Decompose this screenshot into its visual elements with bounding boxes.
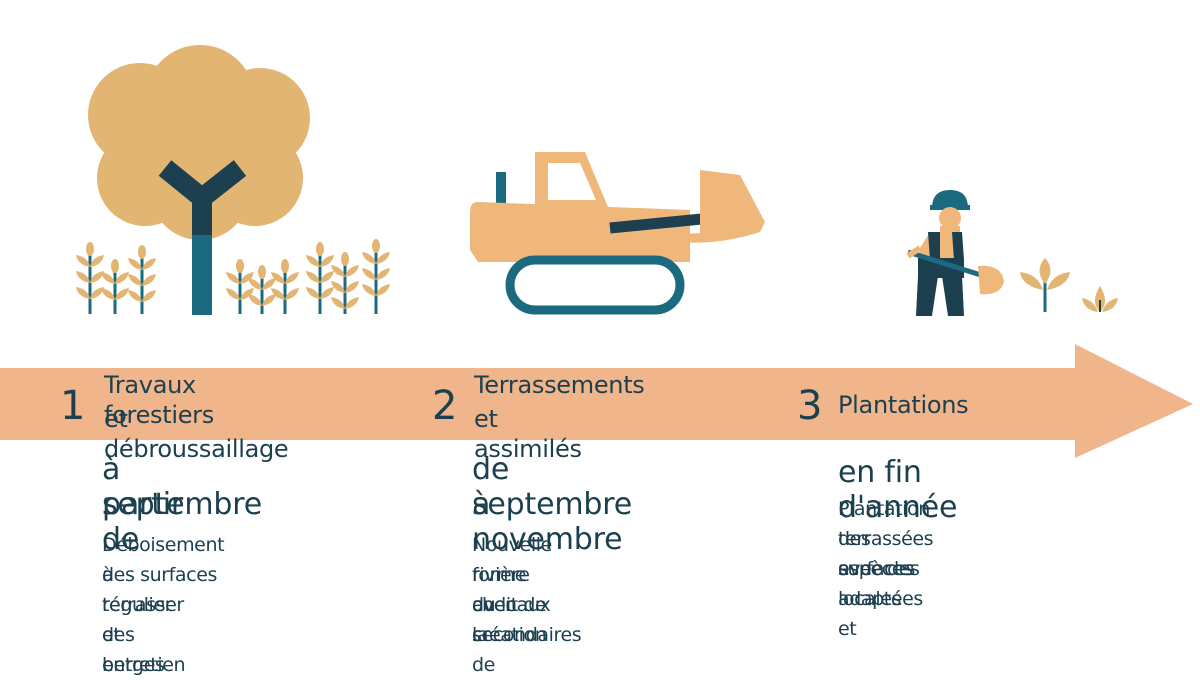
wheat-icon — [331, 252, 359, 314]
bulldozer-icon — [470, 152, 765, 315]
step-desc-line1: Nouvelle forme du lit de la — [472, 534, 552, 646]
wheat-icon — [362, 239, 390, 314]
step-date-line2: à novembre — [472, 487, 623, 557]
step-desc-line3: espèces locales et — [838, 558, 913, 640]
step-title-line1: Terrassements — [474, 371, 645, 399]
step-title-line1: Plantations — [838, 391, 969, 419]
step-desc-line2: rivière avec création de — [472, 564, 547, 676]
wheat-icon — [226, 259, 254, 314]
step-title-line2: et assimilés — [474, 405, 582, 463]
illustrations — [76, 45, 1118, 316]
step-desc-line3: chenaux secondaires — [472, 594, 582, 646]
wheat-icon — [101, 259, 129, 314]
wheat-icon — [76, 242, 104, 314]
step-date-line1: en fin d'année — [838, 455, 958, 525]
step-number: 3 — [797, 383, 823, 429]
wheat-icon — [248, 265, 276, 314]
tree-icon — [88, 45, 310, 315]
step-date-line1: à partir de — [102, 452, 183, 557]
wheat-icon — [306, 242, 334, 314]
wheat-icon — [271, 259, 299, 314]
sprout-icon — [1020, 258, 1070, 312]
wheat-icon — [128, 245, 156, 314]
step-title-line1: Travaux forestiers — [104, 371, 214, 429]
step-desc-line4: adaptées — [838, 588, 923, 610]
step-number: 1 — [60, 383, 86, 429]
grass-icon — [76, 239, 390, 314]
step-number: 2 — [432, 383, 458, 429]
step-desc-line2: terrassées avec des — [838, 528, 934, 580]
step-desc-line1: Déboisement des surfaces — [102, 534, 225, 586]
sprout-small-icon — [1082, 286, 1118, 312]
step-desc-line1: Plantation des surfaces — [838, 498, 930, 580]
timeline-arrow — [0, 344, 1193, 458]
step-desc-line3: régulier des berges — [102, 594, 173, 676]
step-date-line2: septembre — [102, 487, 262, 522]
step-title-line2: et débroussaillage — [104, 405, 289, 463]
worker-icon — [906, 190, 1004, 316]
step-date-line1: de septembre — [472, 452, 632, 522]
step-desc-line2: à terrasser et entretien — [102, 564, 186, 676]
